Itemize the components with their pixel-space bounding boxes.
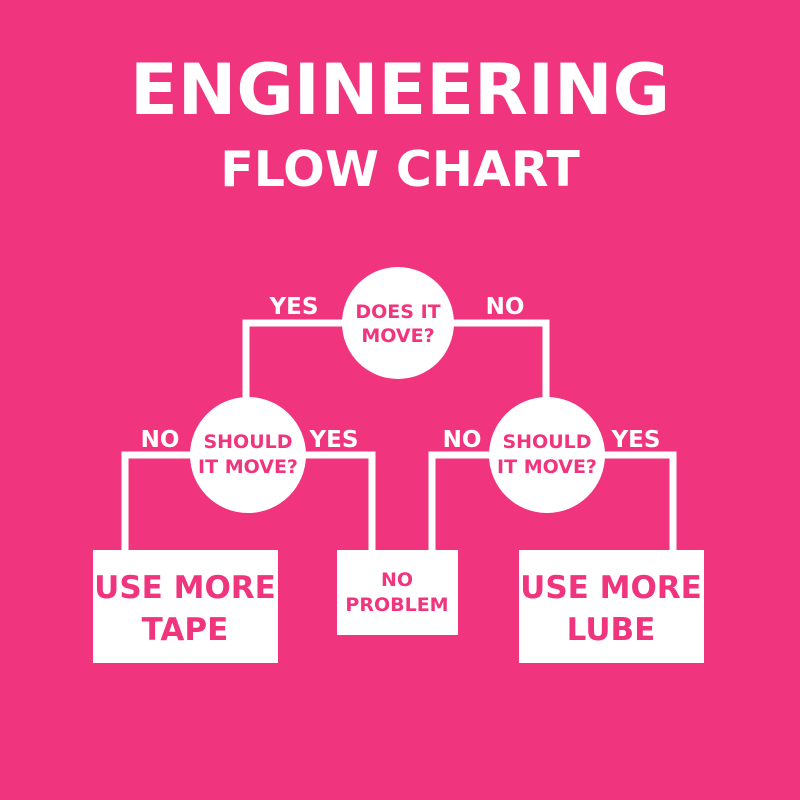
connector-lines [121,319,677,556]
root-text-line1: DOES IT [355,301,440,323]
edge-left-no-line [121,451,194,556]
no-problem-box [337,550,458,635]
right-decision-text-line2: IT MOVE? [497,456,597,478]
left-decision-text-line1: SHOULD [203,431,292,453]
right-decision-text-line1: SHOULD [502,431,591,453]
edge-root-no-line [446,319,550,412]
tape-text-line2: TAPE [142,612,229,648]
tape-box [93,550,278,663]
title-engineering: ENGINEERING [129,49,671,131]
no-problem-text-line2: PROBLEM [345,594,448,616]
left-decision-text-line2: IT MOVE? [198,456,298,478]
right-decision-circle [489,397,605,513]
edge-label-left-no: NO [141,427,180,453]
edge-root-yes-line [242,319,349,414]
title-flow-chart: FLOW CHART [220,141,580,198]
edge-left-yes-line [301,451,376,556]
lube-text-line2: LUBE [567,612,656,648]
left-decision-circle [190,397,306,513]
root-decision-circle [342,267,454,379]
tape-text-line1: USE MORE [94,570,276,606]
lube-text-line1: USE MORE [520,570,702,606]
lube-box [519,550,704,663]
edge-label-right-yes: YES [611,427,661,453]
edge-right-yes-line [599,451,677,556]
edge-label-root-yes: YES [269,294,319,320]
edge-right-no-line [428,451,496,556]
root-text-line2: MOVE? [361,325,434,347]
no-problem-text-line1: NO [381,569,413,591]
edge-label-left-yes: YES [309,427,359,453]
edge-label-right-no: NO [443,427,482,453]
edge-label-root-no: NO [486,294,525,320]
